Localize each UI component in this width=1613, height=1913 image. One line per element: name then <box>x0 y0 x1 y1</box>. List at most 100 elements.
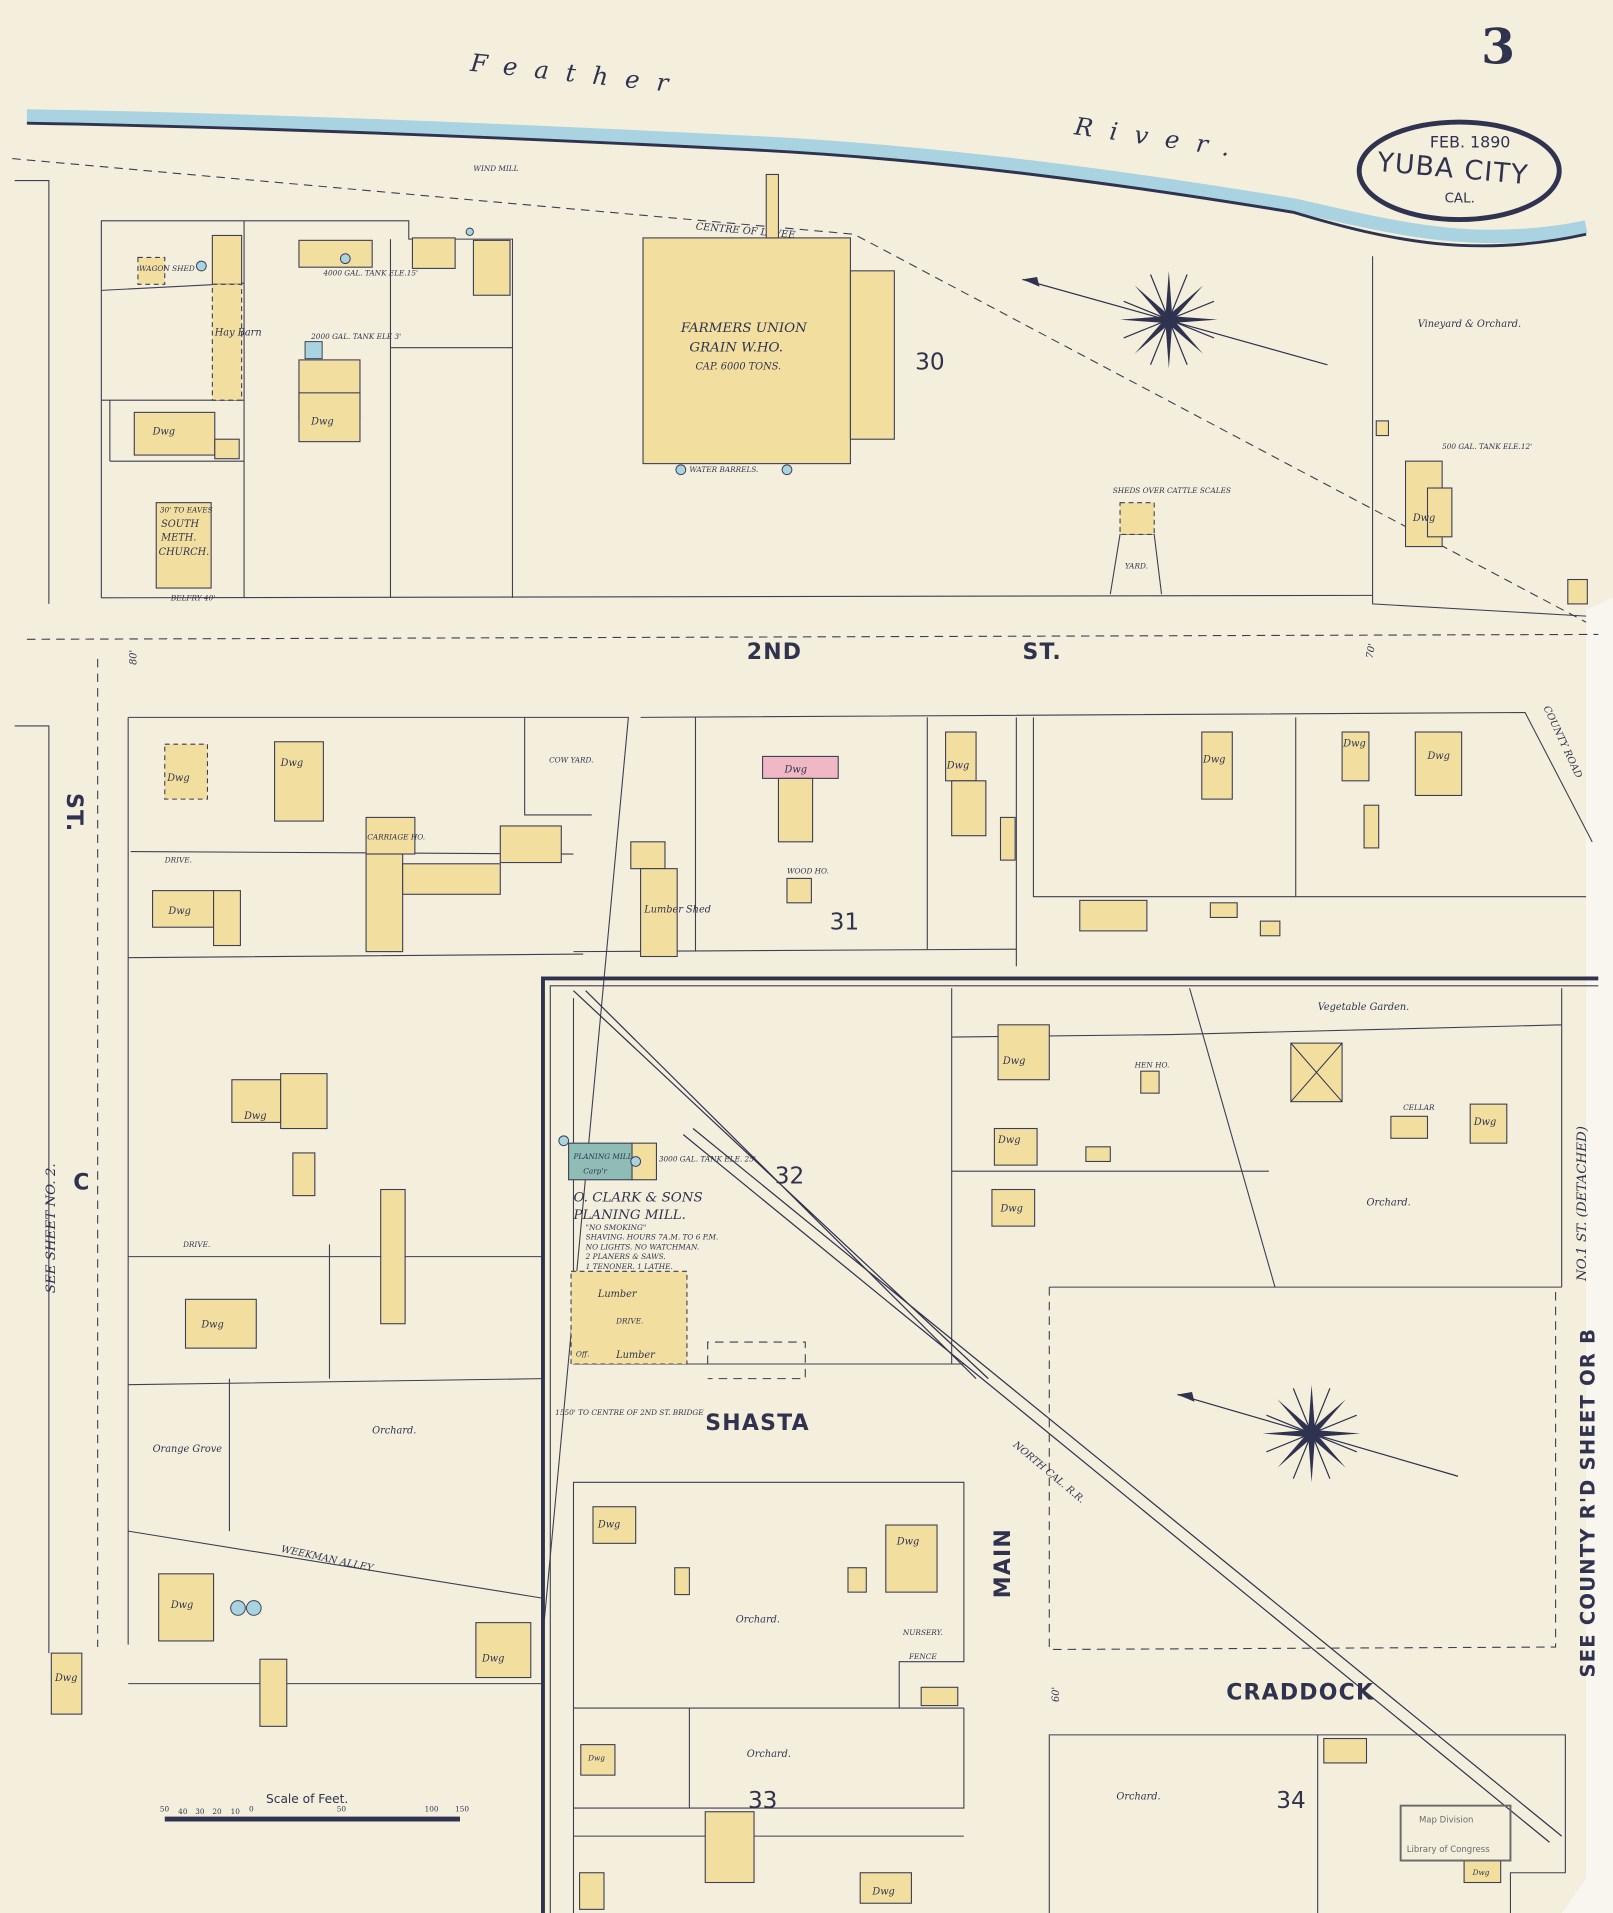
svg-text:Orchard.: Orchard. <box>372 1426 416 1437</box>
block-number-30: 30 <box>915 349 945 376</box>
wood-house-label: WOOD HO. <box>787 867 829 876</box>
svg-text:Dwg: Dwg <box>587 1753 605 1762</box>
block-33: Dwg Dwg NURSERY. FENCE Orchard. Orchard.… <box>572 1481 1368 1913</box>
svg-text:DRIVE.: DRIVE. <box>615 1317 643 1326</box>
block-boundary-dashed <box>1048 1287 1557 1651</box>
street-c-label: C <box>73 1171 90 1196</box>
block-34-lots <box>1048 1734 1566 1913</box>
svg-text:SHEDS OVER CATTLE SCALES: SHEDS OVER CATTLE SCALES <box>1113 486 1231 495</box>
svg-text:Dwg: Dwg <box>1473 1117 1496 1128</box>
street-shasta-label: SHASTA <box>705 1411 810 1436</box>
svg-text:Orchard.: Orchard. <box>747 1749 791 1760</box>
svg-text:Dwg: Dwg <box>166 773 189 784</box>
scale-tick-label: 40 <box>178 1807 188 1816</box>
hen-house-label: HEN HO. <box>1134 1061 1170 1070</box>
svg-text:FARMERS UNION: FARMERS UNION <box>680 321 808 336</box>
svg-text:Dwg: Dwg <box>200 1319 223 1330</box>
svg-text:Carp'r: Carp'r <box>583 1167 607 1176</box>
cartouche-state: CAL. <box>1445 192 1475 207</box>
svg-text:WAGON SHED: WAGON SHED <box>139 264 195 273</box>
svg-text:Dwg: Dwg <box>243 1111 266 1122</box>
svg-text:Dwg: Dwg <box>1412 513 1435 524</box>
main-street-width: 60' <box>1051 1687 1062 1702</box>
svg-text:4000 GAL. TANK ELE.15': 4000 GAL. TANK ELE.15' <box>322 269 418 278</box>
levee-centre-line <box>12 158 1587 623</box>
title-cartouche: FEB. 1890 YUBA CITY CAL. <box>1356 119 1562 223</box>
svg-text:Dwg: Dwg <box>1202 755 1225 766</box>
block-32: NORTH CAL. R.R. PLANING MILL. Carp'r 300… <box>555 988 1563 1843</box>
svg-text:Dwg: Dwg <box>997 1135 1020 1146</box>
svg-text:Dwg: Dwg <box>946 761 969 772</box>
svg-text:Lumber: Lumber <box>615 1350 656 1361</box>
svg-text:2 PLANERS & SAWS.: 2 PLANERS & SAWS. <box>585 1252 666 1261</box>
svg-text:Dwg: Dwg <box>280 758 303 769</box>
svg-text:Map Division: Map Division <box>1419 1816 1474 1826</box>
svg-text:"NO SMOKING": "NO SMOKING" <box>586 1223 647 1232</box>
torn-edge <box>1561 597 1613 1913</box>
scale-tick-label: 50 <box>160 1805 170 1814</box>
svg-text:SOUTH: SOUTH <box>161 519 199 530</box>
svg-text:Library of Congress: Library of Congress <box>1407 1845 1490 1855</box>
svg-text:Dwg: Dwg <box>310 417 333 428</box>
svg-text:Lumber: Lumber <box>597 1289 638 1300</box>
svg-text:Dwg: Dwg <box>1002 1056 1025 1067</box>
block-34-dwelling-label: Dwg <box>1472 1868 1490 1877</box>
svg-text:Dwg: Dwg <box>784 764 807 775</box>
svg-text:METH.: METH. <box>160 532 196 543</box>
svg-text:500 GAL. TANK ELE.12': 500 GAL. TANK ELE.12' <box>1442 442 1532 451</box>
svg-text:COW YARD.: COW YARD. <box>549 756 593 765</box>
svg-text:YARD.: YARD. <box>1125 562 1148 571</box>
scale-tick-label: 10 <box>231 1807 241 1816</box>
svg-text:NO LIGHTS. NO WATCHMAN.: NO LIGHTS. NO WATCHMAN. <box>585 1242 700 1251</box>
svg-text:2000 GAL. TANK ELE 3': 2000 GAL. TANK ELE 3' <box>310 332 401 341</box>
library-of-congress-stamp: Map Division Library of Congress <box>1399 1804 1512 1862</box>
svg-text:CELLAR: CELLAR <box>1403 1103 1435 1112</box>
svg-text:1550' TO CENTRE OF 2ND ST. BRI: 1550' TO CENTRE OF 2ND ST. BRIDGE <box>555 1408 704 1417</box>
scale-tick-label: 150 <box>455 1805 469 1814</box>
svg-text:BELFRY 40': BELFRY 40' <box>170 593 215 602</box>
svg-text:Dwg: Dwg <box>597 1519 620 1530</box>
svg-text:PLANING MILL.: PLANING MILL. <box>572 1152 634 1161</box>
second-street-line <box>26 633 1599 640</box>
see-sheet-label: SEE SHEET NO. 2. <box>44 1163 59 1293</box>
svg-text:PLANING MILL.: PLANING MILL. <box>572 1208 685 1223</box>
block-number-33: 33 <box>748 1787 778 1814</box>
svg-text:Dwg: Dwg <box>1342 739 1365 750</box>
no1-street-label: NO.1 ST. (DETACHED) <box>1575 1126 1590 1282</box>
svg-text:Dwg: Dwg <box>1426 751 1449 762</box>
c-street-width: 80' <box>129 650 140 665</box>
street-2nd-st-label: ST. <box>1022 640 1061 665</box>
svg-text:Dwg: Dwg <box>54 1673 77 1684</box>
street-c-st-label: ST. <box>61 793 86 832</box>
svg-text:Off.: Off. <box>576 1350 590 1359</box>
cartouche-date: FEB. 1890 <box>1430 133 1510 152</box>
svg-text:3000 GAL. TANK ELE. 25': 3000 GAL. TANK ELE. 25' <box>659 1154 756 1163</box>
street-2nd-width: 70' <box>1365 643 1378 660</box>
block-31-buildings: Dwg Dwg Dwg CARRIAGE HO. COW YARD. Lumbe… <box>50 731 1463 1727</box>
svg-text:Dwg: Dwg <box>170 1600 193 1611</box>
street-craddock-label: CRADDOCK <box>1226 1680 1374 1705</box>
svg-text:WIND MILL: WIND MILL <box>473 164 518 173</box>
see-county-road-label: SEE COUNTY R'D SHEET OR B <box>1577 1328 1600 1678</box>
svg-text:GRAIN W.HO.: GRAIN W.HO. <box>689 340 783 355</box>
svg-text:NURSERY.: NURSERY. <box>902 1628 943 1637</box>
svg-text:Orange Grove: Orange Grove <box>153 1444 223 1455</box>
svg-text:30' TO EAVES: 30' TO EAVES <box>160 505 213 514</box>
svg-text:Orchard.: Orchard. <box>736 1615 780 1626</box>
svg-text:Dwg: Dwg <box>896 1537 919 1548</box>
scale-tick-label: 50 <box>337 1805 347 1814</box>
svg-text:1 TENONER. 1 LATHE.: 1 TENONER. 1 LATHE. <box>586 1262 673 1271</box>
svg-text:Vegetable Garden.: Vegetable Garden. <box>1318 1002 1410 1013</box>
block-number-32: 32 <box>775 1162 805 1189</box>
svg-text:Dwg: Dwg <box>167 906 190 917</box>
scale-tick-label: 100 <box>425 1805 439 1814</box>
svg-text:WATER BARRELS.: WATER BARRELS. <box>689 465 758 474</box>
svg-text:Hay Barn: Hay Barn <box>214 328 262 339</box>
scale-tick-label: 30 <box>195 1807 205 1816</box>
svg-text:Lumber Shed: Lumber Shed <box>643 905 711 916</box>
sheet-number: 3 <box>1481 17 1515 75</box>
vineyard-label: Vineyard & Orchard. <box>1418 319 1521 330</box>
svg-text:FENCE: FENCE <box>908 1652 937 1661</box>
